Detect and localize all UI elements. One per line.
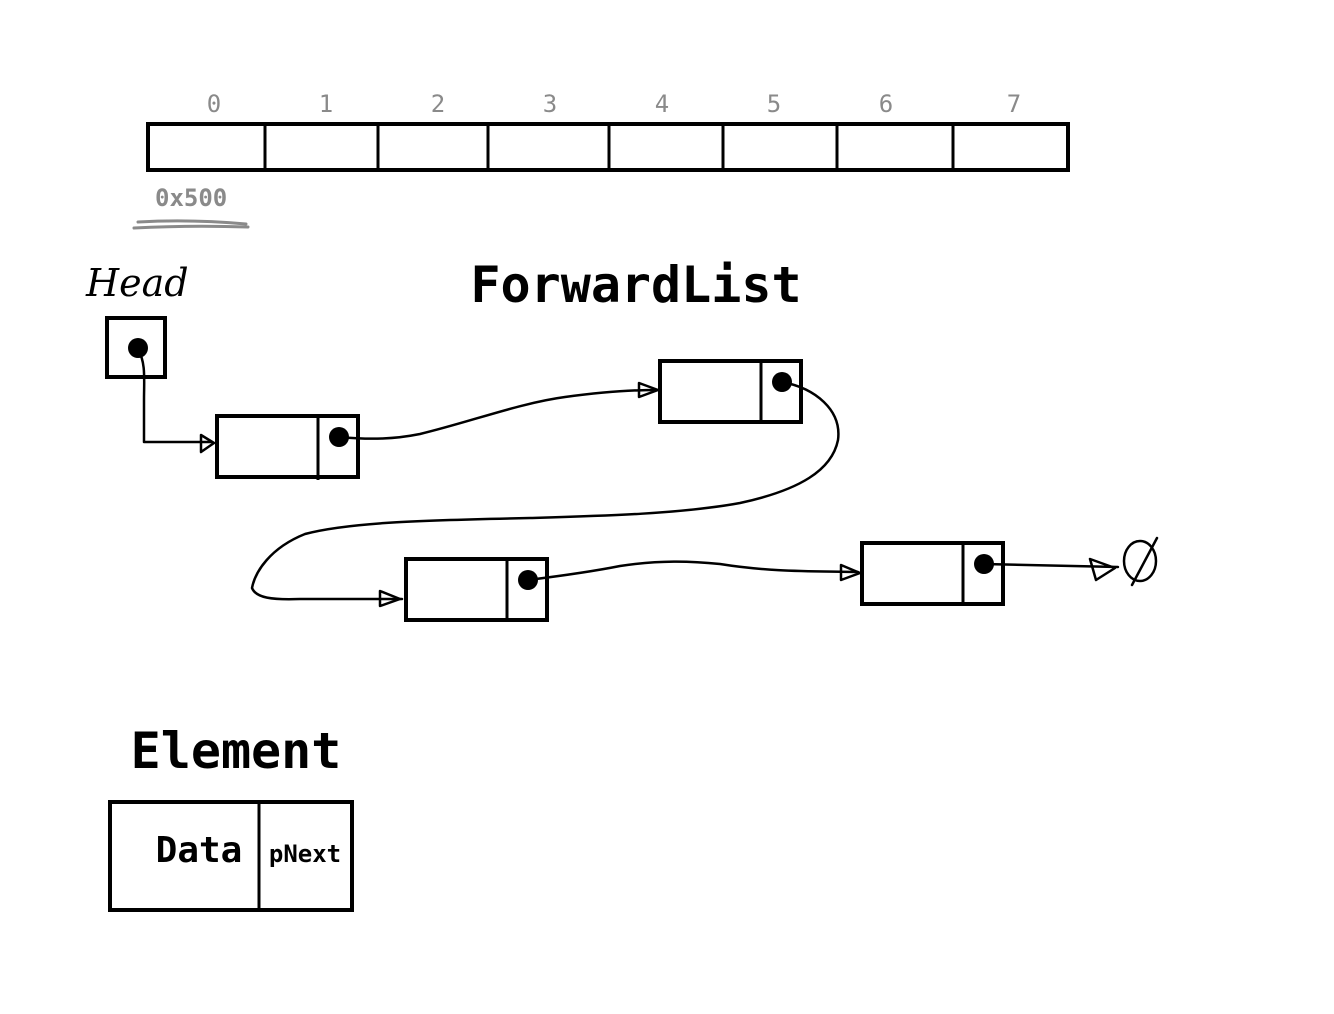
link-wire bbox=[982, 562, 1120, 569]
link-node-2-to-node-3 bbox=[250, 380, 840, 608]
array-index-label: 6 bbox=[879, 90, 893, 118]
array-index-label: 7 bbox=[1007, 90, 1021, 118]
node-frame bbox=[215, 414, 360, 479]
array-index-label: 3 bbox=[543, 90, 557, 118]
list-node-1 bbox=[215, 414, 360, 480]
arrow-head bbox=[378, 589, 402, 608]
list-node-2 bbox=[658, 359, 803, 424]
element-legend: Element Data pNext bbox=[108, 722, 354, 912]
link-head-to-node-1 bbox=[136, 348, 216, 454]
array-index-label: 2 bbox=[431, 90, 445, 118]
array-index-label: 0 bbox=[207, 90, 221, 118]
array-address-label: 0x500 bbox=[155, 184, 227, 212]
address-underline bbox=[136, 219, 248, 226]
node-frame bbox=[404, 557, 549, 622]
null-symbol-slash bbox=[1130, 536, 1159, 587]
arrow-head bbox=[839, 563, 862, 582]
link-node-4-to-null: Ø bbox=[982, 536, 1159, 587]
arrow-head bbox=[637, 381, 660, 399]
legend-frame bbox=[108, 800, 354, 912]
arrow-head bbox=[1088, 557, 1117, 582]
link-wire bbox=[526, 560, 860, 582]
legend-data-label: Data bbox=[156, 830, 243, 871]
link-wire bbox=[250, 380, 840, 601]
link-node-1-to-node-2 bbox=[337, 381, 660, 440]
array-index-label: 1 bbox=[319, 90, 333, 118]
list-node-3 bbox=[404, 557, 549, 622]
legend-next-label: pNext bbox=[269, 840, 341, 868]
node-frame bbox=[860, 541, 1005, 606]
arrow-head bbox=[199, 433, 216, 454]
null-symbol: Ø bbox=[1122, 536, 1159, 587]
list-node-4 bbox=[860, 541, 1005, 606]
head-label: Head bbox=[85, 261, 189, 305]
head-pointer-dot bbox=[128, 338, 148, 358]
link-wire bbox=[337, 388, 658, 440]
array-index-label: 4 bbox=[655, 90, 669, 118]
legend-title: Element bbox=[131, 722, 342, 780]
head-pointer: Head bbox=[85, 261, 189, 379]
null-symbol-circle bbox=[1122, 539, 1158, 583]
list-title: ForwardList bbox=[470, 256, 801, 314]
link-node-3-to-node-4 bbox=[526, 560, 862, 582]
array-index-label: 5 bbox=[767, 90, 781, 118]
address-underline bbox=[132, 224, 250, 230]
link-wire bbox=[136, 348, 214, 444]
memory-array: 0 1 2 3 4 5 6 7 0x500 bbox=[132, 90, 1070, 230]
node-frame bbox=[658, 359, 803, 424]
